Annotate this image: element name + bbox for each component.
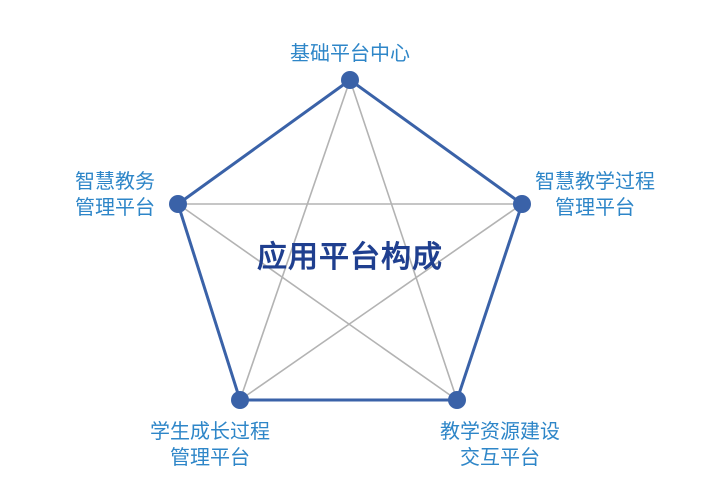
star-line-4 — [239, 203, 523, 401]
node-label-right: 智慧教学过程 管理平台 — [515, 168, 675, 220]
node-label-right-line-2: 管理平台 — [555, 195, 635, 219]
node-dot-top — [341, 71, 359, 89]
node-label-left-line-1: 智慧教务 — [75, 169, 155, 193]
node-label-bottom-left: 学生成长过程 管理平台 — [130, 418, 290, 470]
node-dot-left — [169, 195, 187, 213]
star-line-1 — [349, 79, 458, 401]
diagram-title: 应用平台构成 — [257, 240, 443, 275]
star-line-2 — [177, 203, 458, 401]
node-label-left: 智慧教务 管理平台 — [50, 168, 180, 220]
node-label-bottom-right-line-1: 教学资源建设 — [440, 419, 560, 443]
node-label-right-line-1: 智慧教学过程 — [535, 169, 655, 193]
node-label-bottom-right-line-2: 交互平台 — [460, 445, 540, 469]
node-dot-bottom-left — [231, 391, 249, 409]
node-dot-right — [513, 195, 531, 213]
node-label-bottom-right: 教学资源建设 交互平台 — [420, 418, 580, 470]
star-line-5 — [239, 79, 351, 401]
node-label-top: 基础平台中心 — [280, 40, 420, 66]
node-label-bottom-left-line-1: 学生成长过程 — [150, 419, 270, 443]
node-label-top-line-1: 基础平台中心 — [290, 41, 410, 65]
node-label-bottom-left-line-2: 管理平台 — [170, 445, 250, 469]
node-dot-bottom-right — [448, 391, 466, 409]
pentagon-outline — [176, 78, 524, 402]
node-label-left-line-2: 管理平台 — [75, 195, 155, 219]
